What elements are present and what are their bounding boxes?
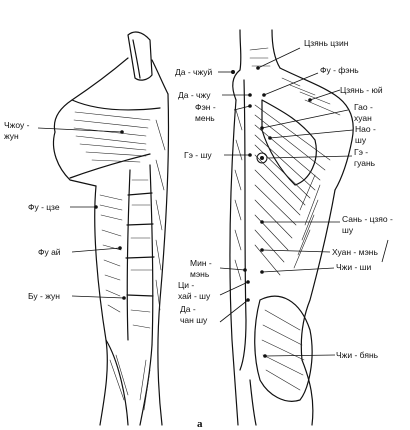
label-san-tszyao-shu-line2: шу <box>342 225 354 235</box>
label-ge-shu: Гэ - шу <box>184 150 212 160</box>
label-chzhi-shi: Чжи - ши <box>336 262 371 272</box>
front-torso-figure <box>52 31 170 426</box>
label-da-chan-shu-line1: Да - <box>180 304 196 314</box>
label-nao-shu-line2: шу <box>355 135 367 145</box>
label-fu-fen: Фу - фэнь <box>320 65 359 75</box>
front-labels: Чжоу - жун Фу - цзе Фу ай Бу - жун <box>4 120 61 301</box>
label-da-chzhui: Да - чжуй <box>175 67 212 77</box>
label-tszyan-yui: Цзянь - юй <box>340 85 383 95</box>
label-min-men-line2: мэнь <box>190 269 210 279</box>
label-ge-guan-line2: гуань <box>354 158 376 168</box>
label-gao-huan-line1: Гао - <box>354 102 373 112</box>
label-ge-guan-line1: Гэ - <box>354 147 368 157</box>
label-tszyan-tszin: Цзянь цзин <box>304 38 349 48</box>
label-da-chan-shu-line2: чан шу <box>180 315 208 325</box>
label-chzhou-zhun-line1: Чжоу - <box>4 120 30 130</box>
label-fen-men-line1: Фэн - <box>195 102 216 112</box>
figure-caption: а <box>197 418 203 430</box>
back-torso-figure <box>229 29 354 426</box>
label-tsi-hai-shu-line2: хай - шу <box>178 291 211 301</box>
label-fu-ai: Фу ай <box>38 247 61 257</box>
label-fen-men-line2: мень <box>195 113 215 123</box>
label-huan-men: Хуан - мэнь <box>332 247 378 257</box>
label-chzhi-byan: Чжи - бянь <box>336 350 379 360</box>
label-min-men-line1: Мин - <box>190 258 212 268</box>
label-chzhou-zhun-line2: жун <box>4 131 19 141</box>
label-san-tszyao-shu-line1: Сань - цзяо - <box>342 214 393 224</box>
back-point-markers <box>218 47 389 358</box>
label-gao-huan-line2: хуан <box>354 113 372 123</box>
label-fu-tse: Фу - цзе <box>28 202 60 212</box>
label-bu-zhun: Бу - жун <box>28 291 60 301</box>
label-nao-shu-line1: Нао - <box>355 124 376 134</box>
label-da-chzhu: Да - чжу <box>178 90 211 100</box>
front-point-markers <box>37 127 126 300</box>
label-tsi-hai-shu-line1: Ци - <box>178 280 194 290</box>
back-labels: Да - чжуй Цзянь цзин Фу - фэнь Да - чжу … <box>175 38 393 360</box>
